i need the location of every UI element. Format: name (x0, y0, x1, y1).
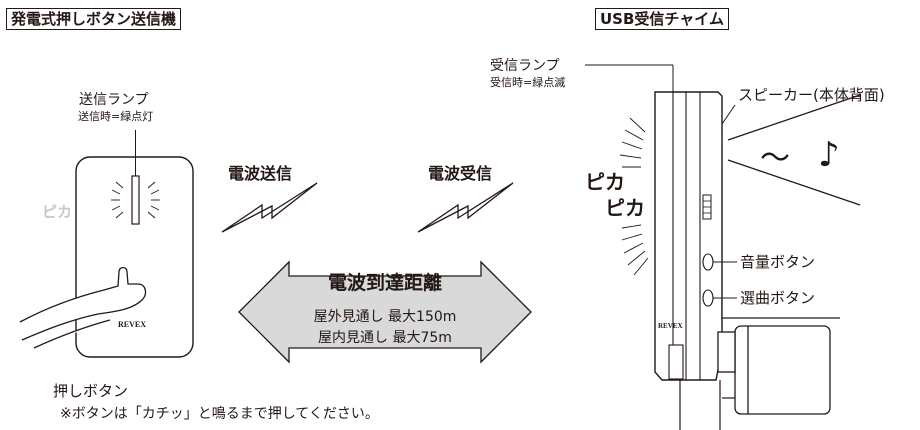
usb-adapter (717, 300, 840, 415)
receiver-lamp-label: 受信ランプ (490, 58, 560, 74)
push-button-label: 押しボタン (53, 382, 129, 400)
radio-receive-label: 電波受信 (428, 164, 493, 183)
radio-send-label: 電波送信 (228, 164, 293, 183)
receiver-title: USB受信チャイム (595, 8, 729, 30)
receiver-body (654, 91, 723, 381)
select-button-shape (702, 289, 714, 307)
receiver-lamp-note: 受信時=緑点滅 (490, 76, 566, 89)
speaker-label: スピーカー(本体背面) (738, 86, 885, 104)
transmitter-lamp-label: 送信ランプ (79, 92, 149, 108)
distance-title: 電波到達距離 (327, 272, 442, 294)
lightning-send (221, 182, 318, 233)
volume-button-shape (702, 253, 714, 271)
volume-button-label: 音量ボタン (740, 253, 816, 271)
sound-wave-tilde: 〜 (760, 141, 790, 176)
distance-outdoor: 屋外見通し 最大150m (313, 309, 457, 325)
transmitter-lamp (131, 175, 140, 225)
transmitter-brand: REVEX (118, 320, 147, 329)
receiver-brand: REVEX (658, 322, 683, 330)
distance-box: 電波到達距離 屋外見通し 最大150m 屋内見通し 最大75m (289, 265, 481, 362)
select-button-label: 選曲ボタン (740, 289, 816, 307)
pressing-hand (19, 266, 147, 349)
receiver-flash-text-1: ピカ (585, 170, 625, 194)
press-instruction-note: ※ボタンは「カチッ」と鳴るまで押してください。 (60, 406, 379, 422)
receiver-lamp (668, 344, 684, 380)
transmitter-lamp-rays (111, 181, 160, 219)
lightning-receive (417, 182, 514, 233)
transmitter-lamp-note: 送信時=緑点灯 (78, 110, 154, 123)
distance-indoor: 屋内見通し 最大75m (318, 330, 452, 346)
distance-double-arrow (238, 260, 532, 364)
speaker-sound-cone (727, 94, 861, 206)
receiver-flash-rays (619, 117, 649, 276)
music-note-icon: ♪ (818, 135, 840, 175)
transmitter-title: 発電式押しボタン送信機 (6, 8, 182, 30)
receiver-flash-text-2: ピカ (605, 196, 645, 220)
transmitter-flash-text: ピカ (42, 203, 73, 221)
